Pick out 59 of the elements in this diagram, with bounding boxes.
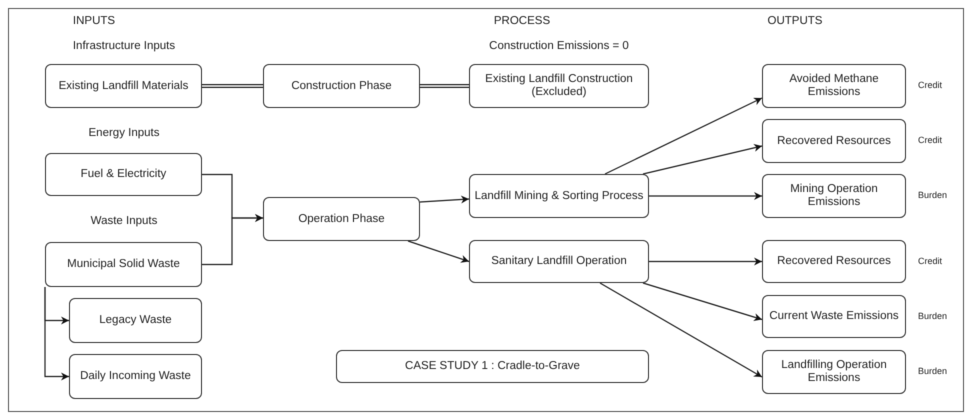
arrow: [649, 258, 762, 266]
column-heading: OUTPUTS: [768, 15, 822, 27]
process-box: [762, 174, 906, 218]
arrow: [420, 196, 470, 204]
section-heading: Waste Inputs: [90, 215, 158, 227]
arrow: [642, 282, 762, 321]
arrow: [649, 192, 762, 200]
node-label: Fuel & Electricity: [80, 168, 166, 181]
arrow: [604, 97, 762, 175]
process-box: [469, 64, 649, 108]
process-box: [469, 174, 649, 218]
impact-type-label: Credit: [918, 80, 942, 90]
node-label: Existing Landfill Construction (Excluded): [484, 73, 634, 99]
impact-type-label: Burden: [918, 310, 948, 320]
process-box: [69, 298, 202, 343]
process-box: [336, 350, 649, 383]
impact-type-label: Burden: [918, 190, 948, 200]
node-label: CASE STUDY 1 : Cradle-to-Grave: [405, 360, 580, 373]
process-box: [45, 242, 202, 287]
impact-type-label: Burden: [918, 366, 948, 376]
node-label: Legacy Waste: [99, 314, 172, 327]
node-label: Operation Phase: [298, 212, 385, 226]
node-label: Landfill Mining & Sorting Process: [474, 190, 644, 202]
section-heading: Construction Emissions = 0: [489, 40, 629, 52]
double-line-connector: [202, 84, 263, 88]
process-box: [69, 354, 202, 399]
arrow: [44, 287, 69, 380]
arrow: [408, 240, 470, 263]
process-box: [762, 119, 906, 163]
impact-type-label: Credit: [918, 135, 942, 145]
arrow: [202, 214, 263, 266]
section-heading: Energy Inputs: [88, 127, 160, 139]
process-box: [263, 197, 420, 241]
process-box: [45, 153, 202, 196]
node-label: Daily Incoming Waste: [80, 370, 191, 383]
column-heading: INPUTS: [72, 15, 116, 27]
node-label: Recovered Resources: [777, 134, 891, 148]
double-line-connector: [420, 84, 469, 88]
node-label: Mining Operation Emissions: [789, 183, 879, 209]
process-box: [762, 295, 906, 338]
node-label: Municipal Solid Waste: [67, 258, 180, 271]
node-label: Construction Phase: [291, 80, 392, 92]
arrow: [600, 282, 762, 378]
process-box: [469, 240, 649, 283]
column-heading: PROCESS: [494, 15, 550, 27]
process-box: [762, 64, 906, 108]
arrow: [642, 144, 762, 175]
section-heading: Infrastructure Inputs: [72, 40, 176, 52]
process-box: [762, 350, 906, 394]
node-label: Sanitary Landfill Operation: [491, 255, 627, 268]
node-label: Current Waste Emissions: [769, 310, 899, 323]
impact-type-label: Credit: [918, 256, 942, 266]
node-label: Recovered Resources: [777, 255, 891, 268]
node-label: Avoided Methane Emissions: [788, 73, 880, 99]
process-box: [762, 240, 906, 283]
process-box: [45, 64, 202, 108]
node-label: Existing Landfill Materials: [58, 80, 188, 92]
node-label: Landfilling Operation Emissions: [780, 359, 888, 385]
process-box: [263, 64, 420, 108]
